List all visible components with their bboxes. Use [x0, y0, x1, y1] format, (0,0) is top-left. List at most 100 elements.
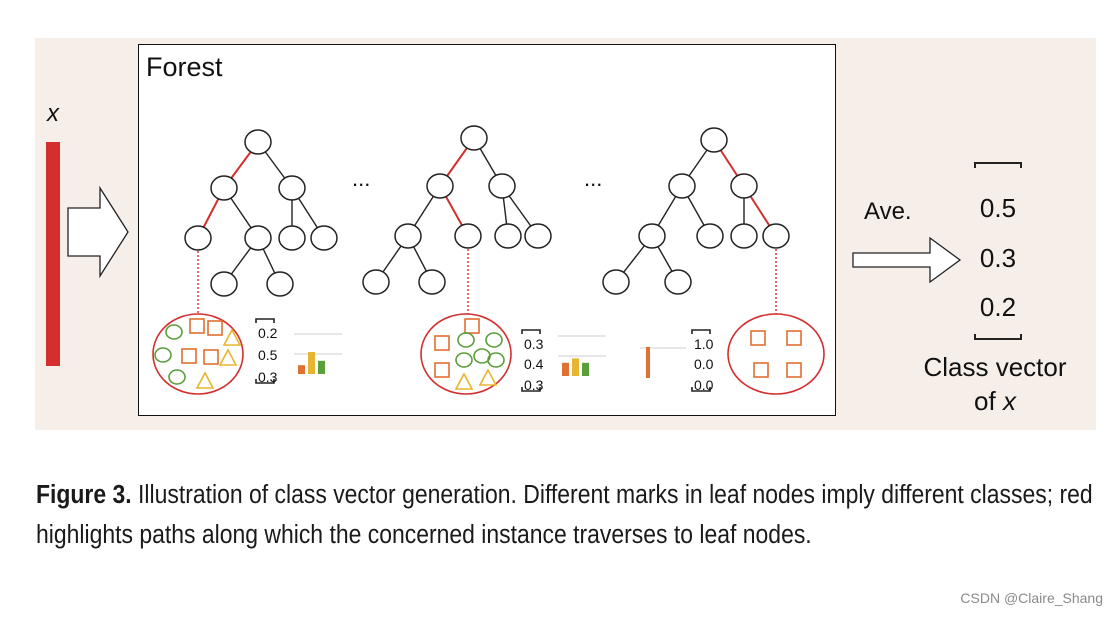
class-vector-value-3: 0.2: [979, 292, 1017, 322]
class-circle-mark: [487, 352, 505, 368]
tree-node: [418, 269, 446, 295]
tree-node: [210, 271, 238, 297]
input-vector-bar: [46, 142, 60, 366]
class-circle-mark: [154, 347, 172, 363]
tree-node: [488, 173, 516, 199]
watermark: CSDN @Claire_Shang: [960, 590, 1103, 606]
class-square-mark: [464, 318, 480, 334]
class-square-mark: [434, 362, 450, 378]
tree-node: [394, 223, 422, 249]
class-bar: [308, 352, 315, 374]
tree-node: [184, 225, 212, 251]
tree-node: [278, 225, 306, 251]
class-square-mark: [786, 330, 802, 346]
tree-node: [454, 223, 482, 249]
vector-value: 0.3: [524, 377, 544, 393]
class-circle-mark: [168, 369, 186, 385]
class-triangle-mark: [222, 328, 242, 346]
class-triangle-mark: [478, 368, 498, 386]
vector-bracket-bottom: [521, 387, 541, 392]
tree-node: [494, 223, 522, 249]
tree-node: [664, 269, 692, 295]
class-circle-mark: [165, 324, 183, 340]
class-bar: [646, 347, 650, 378]
vector-value: 0.3: [258, 369, 278, 385]
vector-bracket-bottom: [691, 387, 711, 392]
vector-bracket-top: [521, 329, 541, 334]
vector-value: 1.0: [694, 336, 714, 352]
class-circle-mark: [455, 352, 473, 368]
tree-node: [730, 223, 758, 249]
tree-1: [184, 129, 338, 297]
figure-caption: Figure 3. Illustration of class vector g…: [36, 475, 1103, 555]
leaf-vector-2: 0.3 0.4 0.3: [521, 329, 544, 393]
ellipsis-2: ...: [584, 166, 602, 191]
forest-label: Forest: [146, 52, 223, 82]
class-square-mark: [203, 349, 219, 365]
class-bar-chart-1: [294, 333, 342, 374]
class-vector-title: Class vector: [923, 352, 1067, 382]
tree-node: [730, 173, 758, 199]
vector-bracket-top: [255, 318, 275, 323]
class-vector-value-2: 0.3: [979, 243, 1017, 273]
class-square-mark: [207, 320, 223, 336]
vector-value: 0.5: [258, 347, 278, 363]
tree-node: [668, 173, 696, 199]
average-arrow: [852, 236, 962, 284]
tree-2: [362, 125, 552, 295]
tree-node: [460, 125, 488, 151]
tree-node: [266, 271, 294, 297]
class-triangle-mark: [218, 348, 238, 366]
input-x-label: x: [47, 100, 59, 127]
tree-node: [362, 269, 390, 295]
tree-node: [602, 269, 630, 295]
class-vector-brackets: [974, 162, 1022, 340]
input-arrow: [67, 185, 129, 279]
class-bar: [318, 360, 325, 374]
class-circle-mark: [485, 332, 503, 348]
caption-text: Illustration of class vector generation.…: [36, 481, 1093, 549]
vector-value: 0.3: [524, 336, 544, 352]
class-square-mark: [750, 330, 766, 346]
vector-bracket-top: [691, 329, 711, 334]
class-vector-subtitle: of x: [900, 384, 1090, 418]
class-bar: [572, 358, 579, 376]
tree-node: [426, 173, 454, 199]
class-bar: [582, 362, 589, 376]
class-square-mark: [786, 362, 802, 378]
ellipsis-1: ...: [352, 166, 370, 191]
class-vector-of: of: [974, 386, 996, 416]
tree-node: [638, 223, 666, 249]
tree-node: [310, 225, 338, 251]
vector-value: 0.4: [524, 356, 544, 372]
class-vector-label: Class vector of x: [900, 350, 1090, 418]
class-vector-value-1: 0.5: [979, 193, 1017, 223]
tree-3: [602, 127, 790, 295]
tree-node: [244, 225, 272, 251]
class-square-mark: [181, 348, 197, 364]
tree-node: [244, 129, 272, 155]
class-bar-chart-3: [640, 347, 686, 378]
class-circle-mark: [457, 332, 475, 348]
class-triangle-mark: [195, 371, 215, 389]
class-square-mark: [189, 318, 205, 334]
vector-bracket-bottom: [255, 379, 275, 384]
leaf-node-ellipse: [152, 313, 244, 395]
class-triangle-mark: [454, 372, 474, 390]
average-label: Ave.: [864, 198, 912, 225]
tree-node: [696, 223, 724, 249]
vector-value: 0.0: [694, 377, 714, 393]
tree-node: [524, 223, 552, 249]
leaf-vector-1: 0.20.50.3: [255, 318, 278, 385]
tree-node: [762, 223, 790, 249]
class-bar: [562, 362, 569, 376]
class-bar: [298, 365, 305, 374]
class-square-mark: [753, 362, 769, 378]
leaf-vector-3: 1.0 0.0 0.0: [691, 329, 714, 393]
tree-node: [210, 175, 238, 201]
class-vector-var: x: [1002, 386, 1016, 416]
vector-value: 0.0: [694, 356, 714, 372]
tree-node: [278, 175, 306, 201]
tree-node: [700, 127, 728, 153]
